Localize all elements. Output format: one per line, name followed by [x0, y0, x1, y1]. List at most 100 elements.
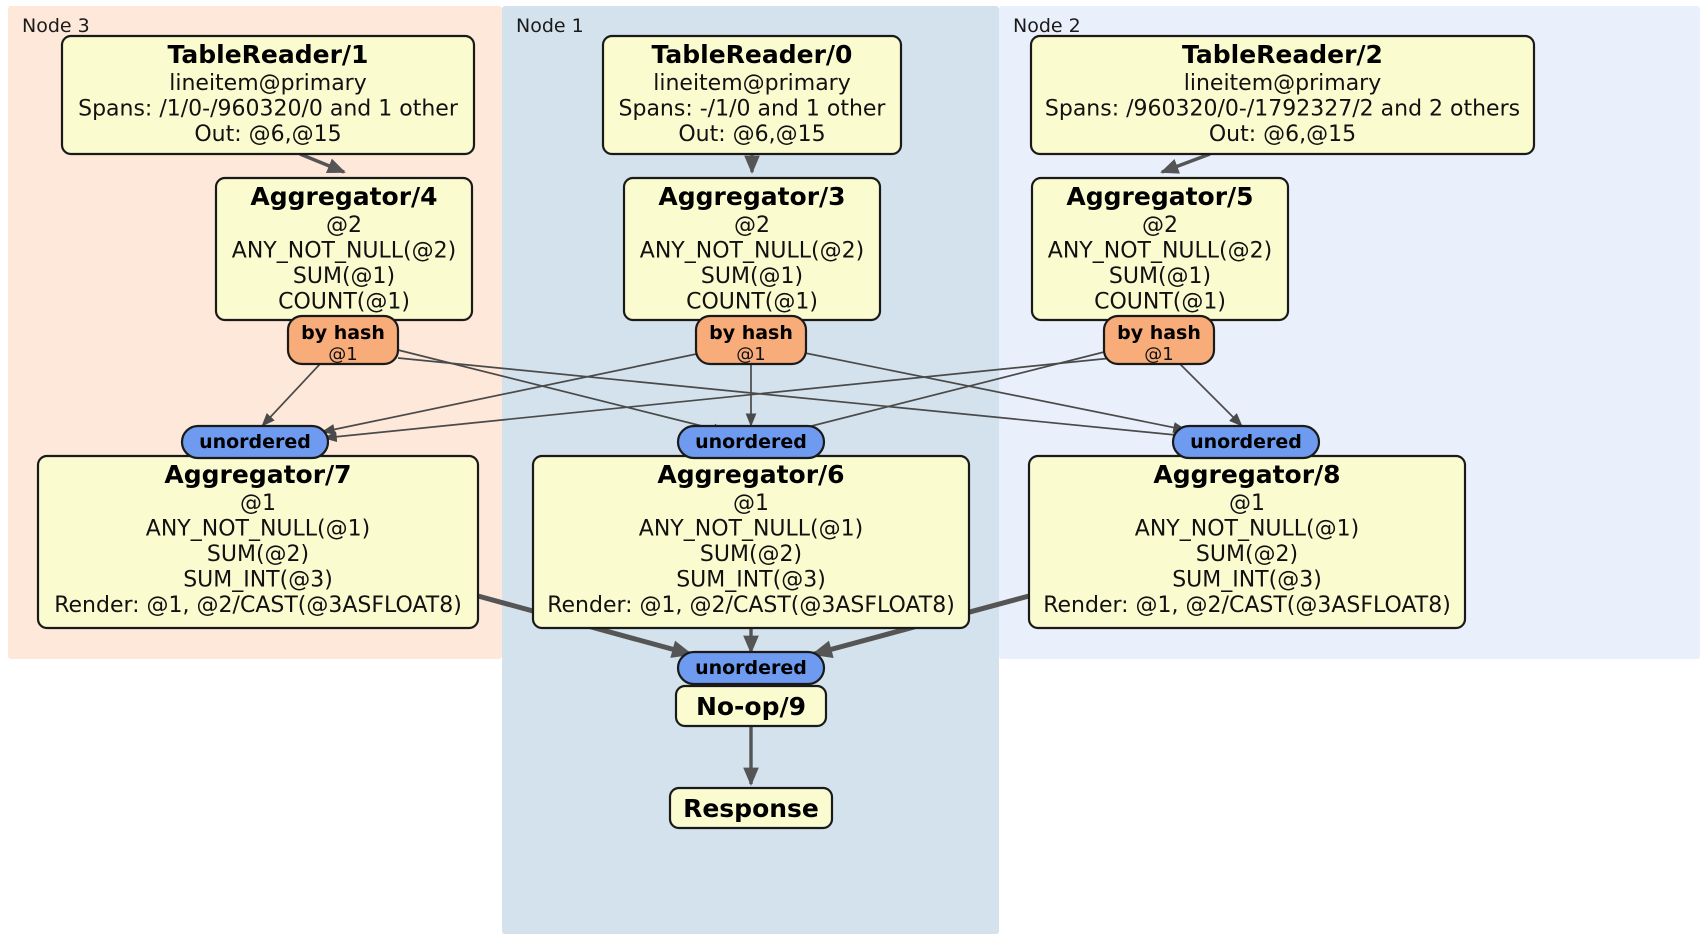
processor-detail-line: Spans: /960320/0-/1792327/2 and 2 others	[1045, 97, 1520, 122]
processor-box	[60, 34, 476, 156]
processor-detail-line: @1	[1229, 491, 1265, 516]
hash-router-shape	[694, 314, 808, 366]
processor-box	[1029, 34, 1536, 156]
processor-detail-line: Spans: -/1/0 and 1 other	[619, 97, 887, 122]
unordered-router-shape	[676, 650, 826, 686]
router-label: unordered	[695, 431, 807, 453]
processor-detail-line: COUNT(@1)	[686, 290, 818, 315]
edge-tr2-to-agg5	[1160, 152, 1211, 174]
router-label: by hash	[1117, 322, 1201, 344]
unordered-router-shape	[1171, 424, 1321, 460]
processor-title: Aggregator/8	[1153, 460, 1340, 489]
processor-detail-line: COUNT(@1)	[1094, 290, 1226, 315]
router-hash-router-3[interactable]: by hash@1	[694, 314, 808, 366]
processor-detail-line: @2	[734, 213, 770, 238]
router-unordered-router-9[interactable]: unordered	[676, 650, 826, 686]
processor-detail-line: SUM(@1)	[1109, 264, 1211, 289]
edge-hash3-to-un8	[799, 351, 1187, 433]
processor-aggregator-3[interactable]: Aggregator/3@2ANY_NOT_NULL(@2)SUM(@1)COU…	[622, 176, 882, 322]
processor-aggregator-6[interactable]: Aggregator/6@1ANY_NOT_NULL(@1)SUM(@2)SUM…	[531, 454, 971, 630]
node-region-label: Node 3	[22, 15, 90, 37]
processor-title: Aggregator/6	[657, 460, 844, 489]
processor-detail-line: Out: @6,@15	[194, 122, 341, 147]
processor-box	[668, 786, 834, 830]
router-unordered-router-8[interactable]: unordered	[1171, 424, 1321, 460]
processor-aggregator-5[interactable]: Aggregator/5@2ANY_NOT_NULL(@2)SUM(@1)COU…	[1030, 176, 1290, 322]
hash-router-shape	[286, 314, 400, 366]
processor-detail-line: SUM_INT(@3)	[676, 568, 826, 593]
processor-detail-line: Render: @1, @2/CAST(@3ASFLOAT8)	[54, 593, 462, 618]
processor-box	[674, 684, 828, 728]
processor-response[interactable]: Response	[668, 786, 834, 830]
node-region-label: Node 1	[516, 15, 584, 37]
router-label: by hash	[301, 322, 385, 344]
processor-detail-line: lineitem@primary	[653, 71, 851, 96]
processor-box	[601, 34, 903, 156]
processor-title: TableReader/1	[168, 40, 369, 69]
router-hash-router-4[interactable]: by hash@1	[286, 314, 400, 366]
router-sublabel: @1	[1144, 344, 1173, 365]
processor-detail-line: SUM(@1)	[701, 264, 803, 289]
processor-detail-line: SUM_INT(@3)	[1172, 568, 1322, 593]
router-label: unordered	[1190, 431, 1302, 453]
processor-detail-line: @2	[1142, 213, 1178, 238]
unordered-router-shape	[676, 424, 826, 460]
router-label: by hash	[709, 322, 793, 344]
processor-title: Aggregator/7	[164, 460, 351, 489]
processor-detail-line: Render: @1, @2/CAST(@3ASFLOAT8)	[547, 593, 955, 618]
processor-detail-line: lineitem@primary	[1184, 71, 1382, 96]
processor-detail-line: SUM(@1)	[293, 264, 395, 289]
processor-detail-line: @1	[240, 491, 276, 516]
router-label: unordered	[695, 657, 807, 679]
processor-title: Aggregator/3	[658, 182, 845, 211]
processor-title: No-op/9	[696, 692, 806, 721]
processor-detail-line: ANY_NOT_NULL(@1)	[146, 517, 370, 542]
processor-detail-line: SUM(@2)	[700, 542, 802, 567]
processor-detail-line: ANY_NOT_NULL(@2)	[640, 239, 864, 264]
processor-detail-line: ANY_NOT_NULL(@1)	[639, 517, 863, 542]
processor-detail-line: SUM_INT(@3)	[183, 568, 333, 593]
edge-hash4-to-un8	[397, 357, 1187, 441]
edge-tr1-to-agg4	[299, 152, 346, 174]
router-sublabel: @1	[328, 344, 357, 365]
edge-hash5-to-un8	[1179, 363, 1243, 427]
processor-title: Aggregator/5	[1066, 182, 1253, 211]
processor-detail-line: @2	[326, 213, 362, 238]
unordered-router-shape	[180, 424, 330, 460]
hash-router-shape	[1102, 314, 1216, 366]
processor-noop-9[interactable]: No-op/9	[674, 684, 828, 728]
processor-detail-line: Spans: /1/0-/960320/0 and 1 other	[78, 97, 459, 122]
edge-hash5-to-un6	[779, 349, 1113, 437]
processor-aggregator-4[interactable]: Aggregator/4@2ANY_NOT_NULL(@2)SUM(@1)COU…	[214, 176, 474, 322]
router-unordered-router-7[interactable]: unordered	[180, 424, 330, 460]
processor-title: Aggregator/4	[250, 182, 437, 211]
router-label: unordered	[199, 431, 311, 453]
processor-detail-line: SUM(@2)	[1196, 542, 1298, 567]
processor-title: Response	[683, 794, 819, 823]
node-region-label: Node 2	[1013, 15, 1081, 37]
processor-aggregator-7[interactable]: Aggregator/7@1ANY_NOT_NULL(@1)SUM(@2)SUM…	[36, 454, 480, 630]
processor-detail-line: Render: @1, @2/CAST(@3ASFLOAT8)	[1043, 593, 1451, 618]
edge-hash5-to-un7	[323, 357, 1113, 443]
processor-detail-line: ANY_NOT_NULL(@2)	[232, 239, 456, 264]
processor-detail-line: SUM(@2)	[207, 542, 309, 567]
processor-detail-line: COUNT(@1)	[278, 290, 410, 315]
processor-detail-line: ANY_NOT_NULL(@2)	[1048, 239, 1272, 264]
router-unordered-router-6[interactable]: unordered	[676, 424, 826, 460]
edge-hash4-to-un7	[261, 363, 321, 427]
edge-hash3-to-un7	[321, 351, 707, 435]
router-sublabel: @1	[736, 344, 765, 365]
processor-detail-line: @1	[733, 491, 769, 516]
processor-aggregator-8[interactable]: Aggregator/8@1ANY_NOT_NULL(@1)SUM(@2)SUM…	[1027, 454, 1467, 630]
processor-detail-line: Out: @6,@15	[1209, 122, 1356, 147]
processor-detail-line: Out: @6,@15	[678, 122, 825, 147]
processor-detail-line: ANY_NOT_NULL(@1)	[1135, 517, 1359, 542]
router-hash-router-5[interactable]: by hash@1	[1102, 314, 1216, 366]
processor-title: TableReader/0	[652, 40, 853, 69]
